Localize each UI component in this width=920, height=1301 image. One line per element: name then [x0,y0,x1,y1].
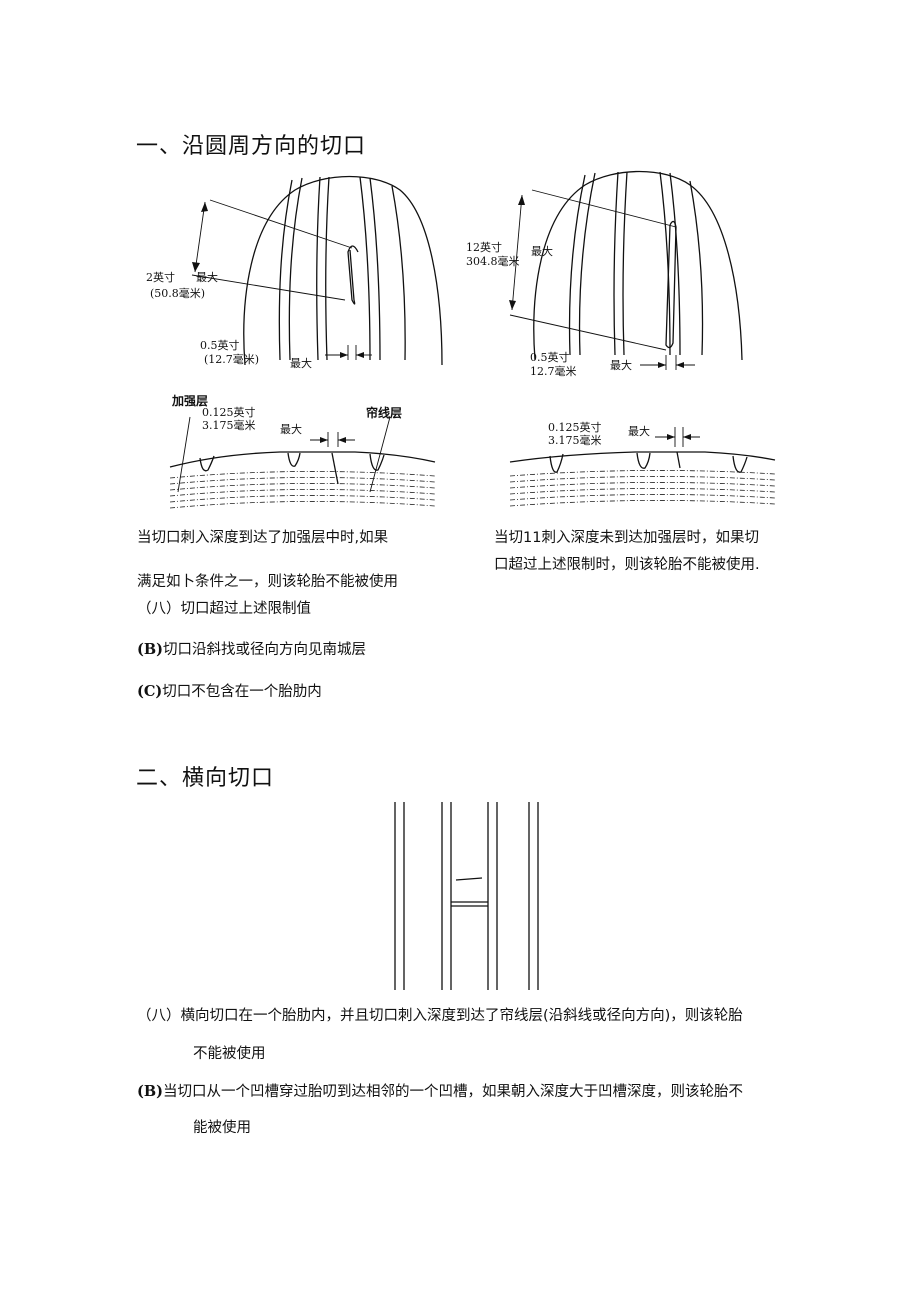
right-width-max: 最大 [610,359,632,372]
left-len-mm: (50.8毫米) [150,287,206,300]
right-width-in: 0.5英寸 [530,351,570,364]
left-len-max: 最大 [196,271,218,284]
transverse-item: (B)当切口从一个凹槽穿过胎叨到达相邻的一个凹槽，如果朝入深度大于凹槽深度，则该… [137,1080,743,1101]
right-desc-line-2: 口超过上述限制时，则该轮胎不能被使用. [494,557,760,573]
transverse-cut-diagram [394,802,539,990]
left-tire-diagram [191,175,443,366]
left-width-mm: (12.7毫米) [204,353,260,366]
right-depth-in: 0.125英寸 [548,421,602,434]
transverse-item: （八）横向切口在一个胎肋内，并且切口刺入深度到达了帘线层(沿斜线或径向方向)，则… [137,1004,743,1025]
left-cross-section [169,416,436,509]
condition-text: 切口沿斜找或径向方向见南城层 [162,642,366,658]
right-cross-section [509,427,776,507]
left-len-in: 2英寸 [146,271,175,284]
right-len-mm: 304.8毫米 [466,255,520,268]
right-len-in: 12英寸 [466,241,502,254]
transverse-prefix: （八） [137,1008,181,1024]
left-width-max: 最大 [290,357,312,370]
transverse-text-cont: 不能被使用 [193,1046,266,1062]
right-depth-mm: 3.175毫米 [548,434,602,447]
condition-item: (C)切口不包含在一个胎肋内 [137,680,322,701]
condition-prefix: （八） [137,601,181,617]
condition-prefix: (C) [137,683,163,700]
right-width-mm: 12.7毫米 [530,365,577,378]
transverse-text: 当切口从一个凹槽穿过胎叨到达相邻的一个凹槽，如果朝入深度大于凹槽深度，则该轮胎不 [162,1084,743,1100]
condition-item: (B)切口沿斜找或径向方向见南城层 [137,638,366,659]
condition-prefix: (B) [137,641,163,658]
right-desc-line-1: 当切11刺入深度未到达加强层时，如果切 [494,530,759,546]
left-width-in: 0.5英寸 [200,339,240,352]
condition-item: （八）切口超过上述限制值 [137,597,311,618]
section-1-heading: 一、沿圆周方向的切口 [136,134,367,159]
left-desc-line-2: 满足如卜条件之一，则该轮胎不能被使用 [137,574,398,590]
reinforce-label: 加强层 [172,394,209,408]
left-depth-mm: 3.175毫米 [202,419,256,432]
condition-text: 切口不包含在一个胎肋内 [162,684,322,700]
right-len-max: 最大 [531,245,553,258]
transverse-text: 横向切口在一个胎肋内，并且切口刺入深度到达了帘线层(沿斜线或径向方向)，则该轮胎 [180,1008,743,1024]
transverse-prefix: (B) [137,1083,163,1100]
left-desc-line-1: 当切口刺入深度到达了加强层中时,如果 [137,530,389,546]
section-2-heading: 二、横向切口 [136,766,275,791]
left-depth-max: 最大 [280,423,302,436]
condition-text: 切口超过上述限制值 [180,601,312,617]
right-tire-diagram [509,170,743,370]
left-depth-in: 0.125英寸 [202,406,256,419]
transverse-text-cont: 能被使用 [193,1120,251,1136]
right-depth-max: 最大 [628,425,650,438]
cord-layer-label: 帘线层 [366,406,403,420]
